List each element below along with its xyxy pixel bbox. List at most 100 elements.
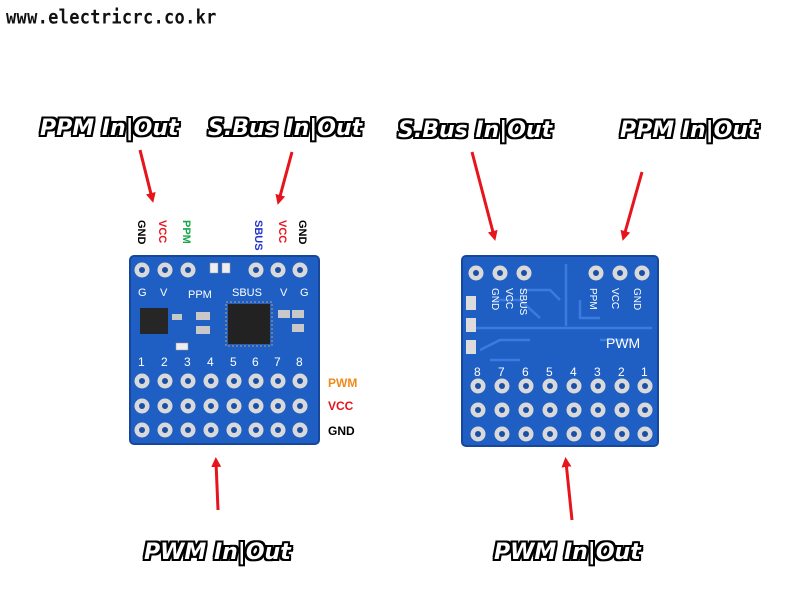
row-label-gnd: GND [328,424,355,438]
silk-text: V [160,287,168,299]
callout-right-ppm: PPM In|Out [620,118,759,143]
silk-text: VCC [609,288,620,309]
pin-label-vcc: VCC [156,220,168,244]
pwm-pin-pad [292,422,308,438]
left-regulator-chip [140,308,168,334]
pin-label-gnd: GND [135,220,147,245]
top-pin-pad [134,262,150,278]
channel-number: 7 [274,355,281,369]
channel-number: 6 [522,365,529,379]
right-side-pad [466,318,476,332]
top-pin-pad [588,265,604,281]
channel-number: 8 [474,365,481,379]
pwm-pin-pad [203,373,219,389]
left-grid-pads [134,373,308,438]
pwm-pin-pad [494,402,510,418]
pwm-pin-pad [590,402,606,418]
callout-right-sbus: S.Bus In|Out [398,118,553,143]
top-pin-pad [492,265,508,281]
channel-number: 7 [498,365,505,379]
pwm-pin-pad [614,378,630,394]
top-pin-pad [292,262,308,278]
pwm-pin-pad [542,378,558,394]
pwm-pin-pad [518,426,534,442]
channel-number: 2 [618,365,625,379]
pwm-pin-pad [134,373,150,389]
top-pin-pad [248,262,264,278]
pwm-pin-pad [590,426,606,442]
arrow-left-ppm [138,149,156,203]
arrow-right-ppm [620,171,644,241]
top-pin-pad [468,265,484,281]
pwm-pin-pad [157,422,173,438]
silk-text: PPM [188,289,212,301]
pwm-pin-pad [470,426,486,442]
pwm-pin-pad [637,426,653,442]
pwm-pin-pad [590,378,606,394]
silk-text: SBUS [232,287,262,299]
top-pin-pad [634,265,650,281]
channel-number: 8 [296,355,303,369]
arrow-left-pwm [211,457,222,511]
right-traces [468,264,652,362]
pwm-pin-pad [494,426,510,442]
arrow-right-pwm [561,457,574,521]
channel-number: 1 [138,355,145,369]
top-pin-pad [270,262,286,278]
pwm-pin-pad [270,373,286,389]
pwm-pin-pad [494,378,510,394]
pwm-pin-pad [542,402,558,418]
pwm-pin-pad [470,378,486,394]
pwm-pin-pad [180,373,196,389]
channel-number: 5 [230,355,237,369]
arrow-right-sbus [470,151,498,241]
top-pin-pad [516,265,532,281]
pwm-pin-pad [134,398,150,414]
silk-text: PPM [587,288,598,310]
silk-text: G [138,287,147,299]
silk-text: GND [631,288,642,310]
callout-left-sbus: S.Bus In|Out [208,116,363,141]
pwm-pin-pad [518,378,534,394]
pwm-pin-pad [566,378,582,394]
channel-number: 2 [161,355,168,369]
pwm-pin-pad [248,398,264,414]
pwm-pin-pad [134,422,150,438]
pwm-pin-pad [470,402,486,418]
silk-text: G [300,287,309,299]
pin-label-sbus: SBUS [252,220,264,251]
top-pin-pad [180,262,196,278]
callout-left-ppm: PPM In|Out [40,116,179,141]
callout-right-pwm: PWM In|Out [494,540,641,565]
pwm-pin-pad [248,373,264,389]
left-mcu-chip [228,304,270,344]
pwm-pin-pad [614,402,630,418]
channel-number: 4 [570,365,577,379]
silk-text: GND [489,288,500,310]
arrow-left-sbus [275,151,294,205]
channel-number: 5 [546,365,553,379]
left-top-pads [134,262,308,278]
pwm-pin-pad [180,398,196,414]
pin-label-vcc: VCC [276,220,288,244]
arrows [138,149,644,521]
pwm-pin-pad [203,422,219,438]
pwm-pin-pad [226,422,242,438]
channel-number: 4 [207,355,214,369]
callout-left-pwm: PWM In|Out [144,540,291,565]
top-pin-pad [612,265,628,281]
channel-number: 3 [594,365,601,379]
pin-label-ppm: PPM [180,220,192,244]
silk-text: SBUS [517,288,528,316]
pwm-pin-pad [226,373,242,389]
right-top-pads [468,265,650,281]
pwm-silk-label: PWM [606,335,640,351]
right-pcb [462,256,658,446]
pin-label-gnd: GND [296,220,308,245]
right-grid-pads [470,378,653,442]
silk-text: V [280,287,288,299]
row-label-vcc: VCC [328,399,354,413]
